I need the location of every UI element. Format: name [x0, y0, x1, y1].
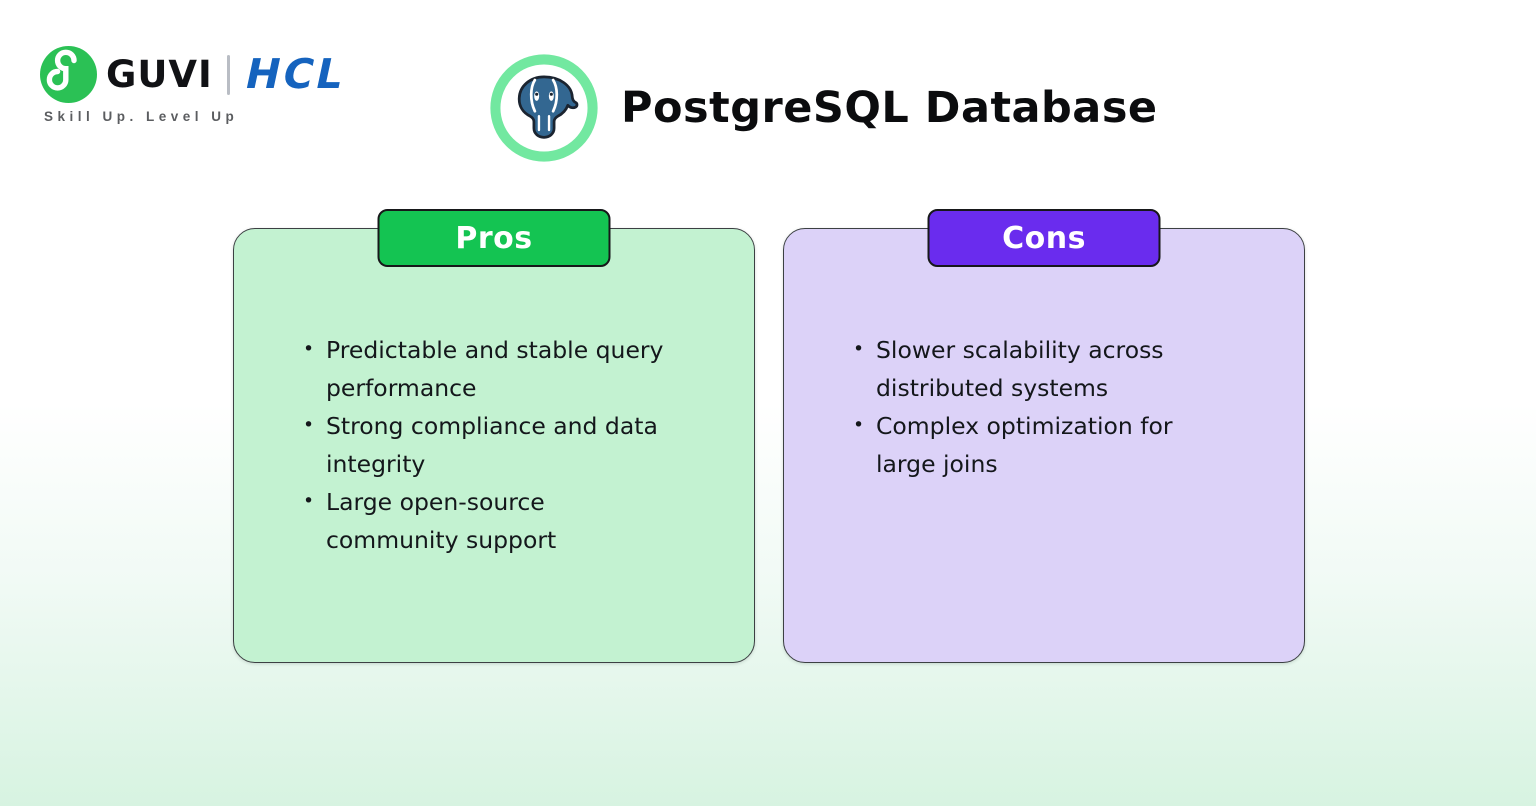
brand-divider — [226, 54, 230, 95]
brand-block: GUVI HCL Skill Up. Level Up — [40, 46, 351, 124]
bullet-item: Complex optimization for large joins — [853, 407, 1214, 483]
cons-card: Cons Slower scalability across distribut… — [783, 209, 1305, 663]
hcl-wordmark: HCL — [240, 50, 351, 98]
pros-list: Predictable and stable query performance… — [234, 229, 664, 559]
bullet-item: Large open-source community support — [303, 483, 664, 559]
pros-header-badge: Pros — [377, 209, 611, 267]
brand-tagline: Skill Up. Level Up — [44, 109, 239, 124]
bullet-item: Slower scalability across distributed sy… — [853, 331, 1214, 407]
cons-list: Slower scalability across distributed sy… — [784, 229, 1214, 483]
postgresql-elephant-icon — [489, 53, 599, 163]
guvi-g-icon — [40, 46, 97, 103]
bullet-item: Strong compliance and data integrity — [303, 407, 664, 483]
page-title: PostgreSQL Database — [621, 83, 1158, 133]
bullet-item: Predictable and stable query performance — [303, 331, 664, 407]
pros-card: Pros Predictable and stable query perfor… — [233, 209, 755, 663]
guvi-wordmark: GUVI — [106, 53, 213, 96]
cons-header-badge: Cons — [927, 209, 1161, 267]
title-block: PostgreSQL Database — [489, 53, 1158, 163]
